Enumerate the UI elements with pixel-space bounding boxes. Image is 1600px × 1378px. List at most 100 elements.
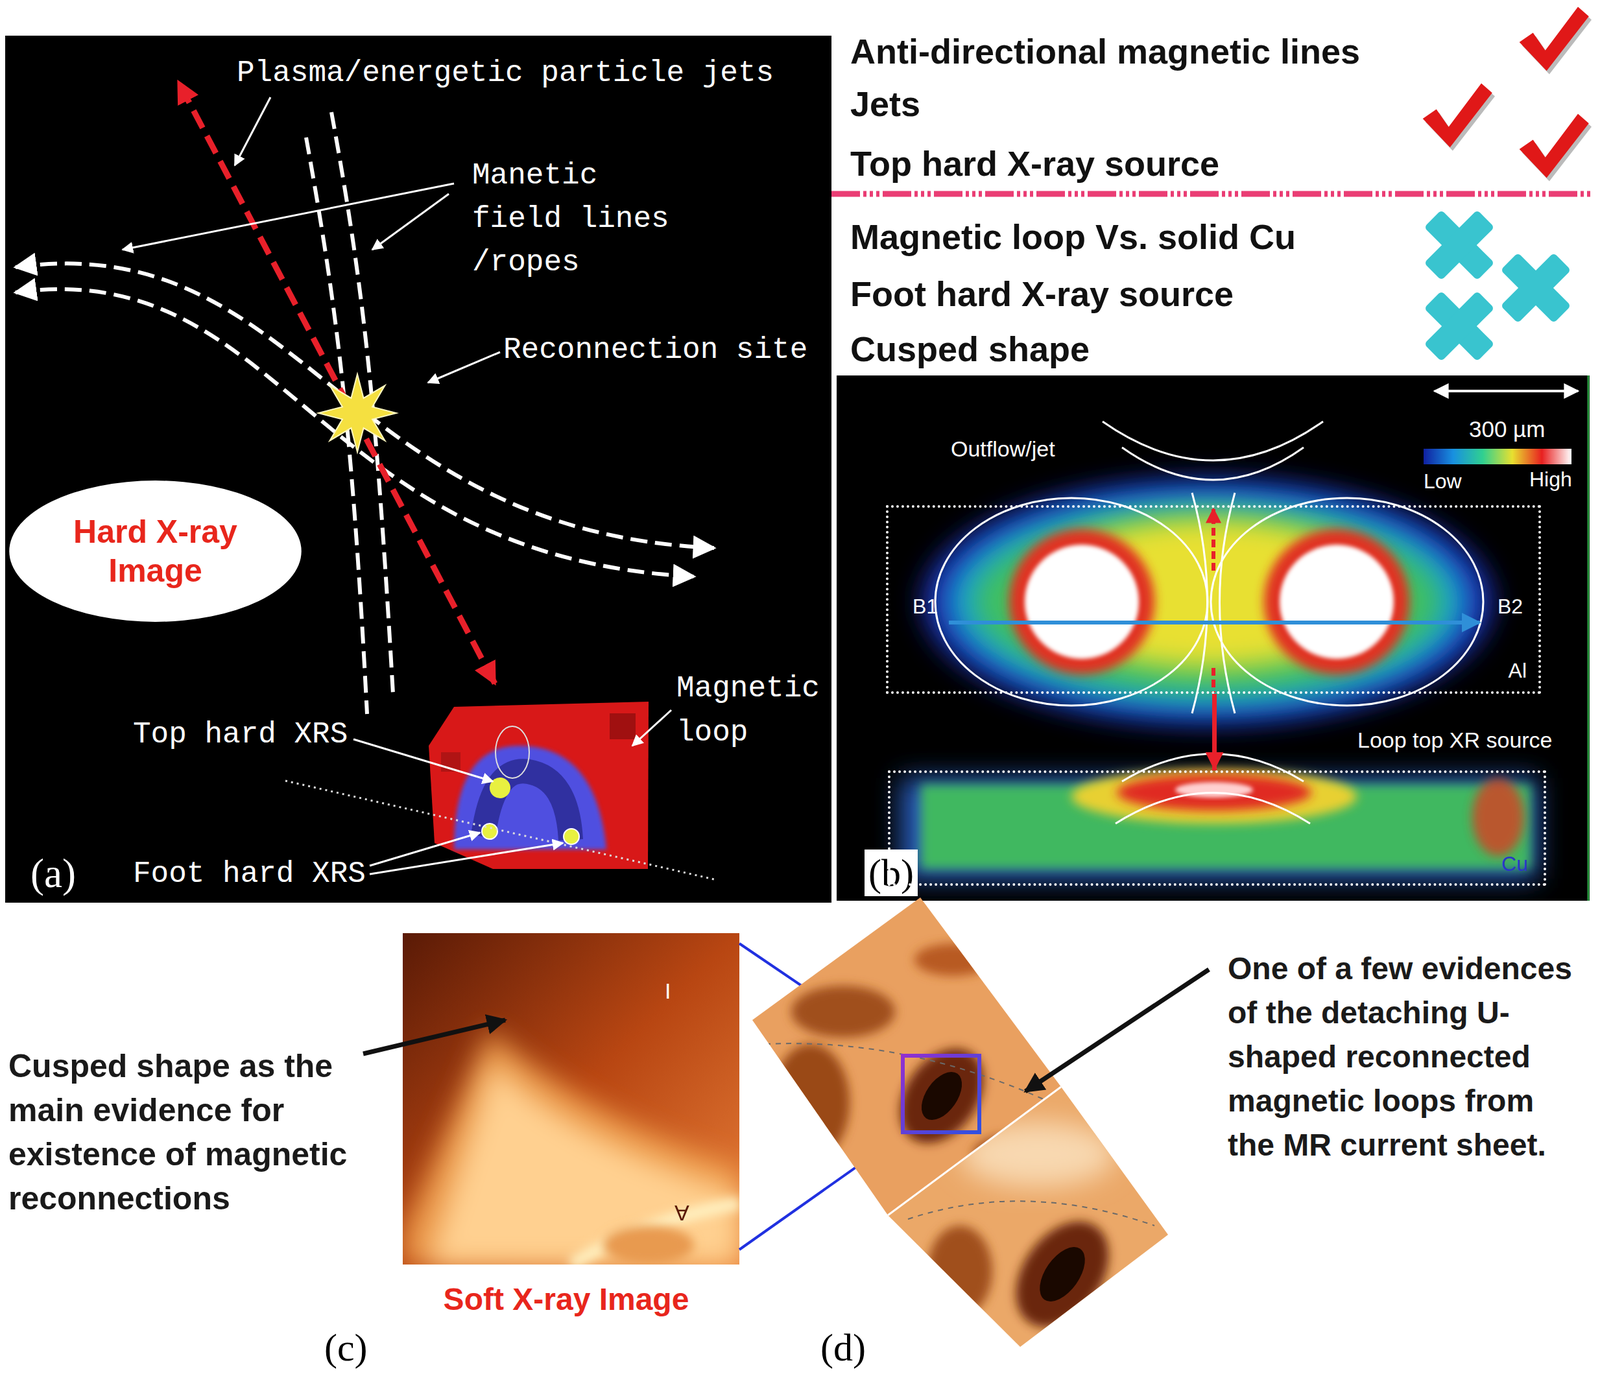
- soft-xray-image: [402, 933, 740, 1265]
- label-anchor: Top hard X-ray source: [850, 142, 1220, 185]
- checklist-item: Top hard X-ray source: [850, 142, 1220, 185]
- loop-image: [428, 701, 649, 870]
- check-mark: [1519, 7, 1592, 75]
- label-anchor: Soft X-ray Image: [421, 1280, 711, 1319]
- callout-label: Reconnection site: [503, 332, 808, 369]
- zoom-box: [902, 1055, 980, 1133]
- image-mark: A: [674, 1199, 690, 1227]
- label-anchor: Jets: [850, 83, 921, 126]
- checklist-item: Cusped shape: [850, 328, 1090, 371]
- label-anchor: Cusped shape as the main evidence for ex…: [8, 1044, 385, 1221]
- material-label: Al: [1508, 658, 1527, 683]
- euv-frame: [887, 1086, 1169, 1348]
- panel-edge: [1587, 375, 1590, 901]
- outflow-connector: [1212, 693, 1217, 771]
- label-anchor: Magnetic loop: [676, 666, 833, 755]
- label-anchor: A: [674, 1199, 690, 1227]
- checklist-item: Jets: [850, 83, 921, 126]
- foot-source: [481, 823, 498, 840]
- foot-source: [563, 828, 580, 845]
- label-anchor: Magnetic loop Vs. solid Cu: [850, 215, 1296, 259]
- panel-d-illustration: [752, 897, 1209, 1348]
- outflow-arrow: [1211, 668, 1216, 693]
- label-anchor: Al: [1508, 658, 1527, 683]
- panel-background: [836, 375, 1590, 901]
- field-label: B2: [1497, 594, 1523, 619]
- image-mark: I: [664, 978, 671, 1005]
- label-anchor: I: [664, 978, 671, 1005]
- pointer-arrow: [363, 1020, 506, 1054]
- check-mark: [1422, 83, 1495, 152]
- node-title: Hard X-ray Image: [58, 512, 253, 591]
- cross-mark: [1500, 252, 1572, 324]
- leader-line: [122, 183, 454, 250]
- leader-line: [369, 832, 480, 866]
- ellipse-shape: [9, 480, 301, 622]
- panel-letter: (a): [30, 849, 76, 899]
- checklist-item: Anti-directional magnetic lines: [850, 30, 1361, 73]
- target-region-box: Cu: [887, 770, 1547, 886]
- label-anchor: Low: [1423, 468, 1462, 494]
- field-lines: [935, 421, 1484, 824]
- loop-image-background: [428, 701, 649, 870]
- color-bar: [1423, 448, 1572, 465]
- label-anchor: B1: [912, 594, 938, 619]
- panel-letter: (d): [820, 1326, 866, 1370]
- panel-background: [5, 35, 832, 903]
- field-lines: [15, 112, 715, 715]
- callout-label: Manetic field lines /ropes: [472, 154, 680, 285]
- ellipse-outline: [7, 479, 303, 623]
- callout-label: Top hard XRS: [132, 717, 348, 753]
- callout-label: Plasma/energetic particle jets: [236, 55, 774, 92]
- label-anchor: Manetic field lines /ropes: [472, 154, 680, 285]
- separator-line: [831, 191, 1592, 198]
- cross-mark: [1424, 210, 1495, 281]
- panel-letter: (b): [864, 849, 918, 897]
- checklist-symbols: [831, 7, 1592, 362]
- euv-frame-detail: [907, 1122, 1155, 1345]
- label-anchor: Plasma/energetic particle jets: [236, 55, 774, 92]
- checklist-item: Foot hard X-ray source: [850, 273, 1234, 316]
- field-label: B1: [912, 594, 938, 619]
- checklist-item: Magnetic loop Vs. solid Cu: [850, 215, 1296, 259]
- outflow-arrow: [1211, 509, 1216, 571]
- label-anchor: High: [1529, 466, 1573, 492]
- image-label-ellipse: Hard X-ray Image: [7, 479, 303, 623]
- material-label: Cu: [1501, 851, 1529, 877]
- panel-letter: (c): [324, 1326, 368, 1370]
- leader-line: [369, 843, 563, 875]
- label-anchor: Foot hard XRS: [132, 856, 366, 893]
- pointer-arrow: [1025, 969, 1209, 1092]
- label-anchor: Reconnection site: [503, 332, 808, 369]
- callout-label: Foot hard XRS: [132, 856, 366, 893]
- leader-line: [353, 739, 493, 782]
- annotation: Loop top XR source: [1357, 727, 1553, 754]
- label-anchor: B2: [1497, 594, 1523, 619]
- xray-intensity-map: [901, 478, 1538, 879]
- annotation: Outflow/jet: [950, 435, 1056, 463]
- annotation: Cusped shape as the main evidence for ex…: [8, 1044, 385, 1221]
- panel-a-illustration: [5, 35, 832, 903]
- scale-bar: [1434, 389, 1578, 393]
- colorbar-label: Low: [1423, 468, 1462, 494]
- label-anchor: (d): [820, 1326, 866, 1370]
- label-anchor: Loop top XR source: [1357, 727, 1553, 754]
- label-anchor: Anti-directional magnetic lines: [850, 30, 1361, 73]
- leader-line: [632, 710, 672, 746]
- leader-line: [234, 97, 271, 166]
- label-anchor: One of a few evidences of the detaching …: [1227, 946, 1588, 1168]
- cross-mark: [1424, 291, 1495, 362]
- colorbar-label: High: [1529, 466, 1573, 492]
- contour: [495, 726, 530, 779]
- label-anchor: (c): [324, 1326, 368, 1370]
- label-anchor: (b): [864, 849, 918, 897]
- callout-label: Magnetic loop: [676, 666, 833, 755]
- label-anchor: Cusped shape: [850, 328, 1090, 371]
- image-pixel: [609, 713, 636, 740]
- scale-label: 300 µm: [1468, 415, 1545, 443]
- label-anchor: (a): [30, 849, 76, 899]
- reconnection-star: [318, 374, 397, 453]
- panel-b-illustration: [836, 375, 1590, 901]
- label-anchor: Top hard XRS: [132, 717, 348, 753]
